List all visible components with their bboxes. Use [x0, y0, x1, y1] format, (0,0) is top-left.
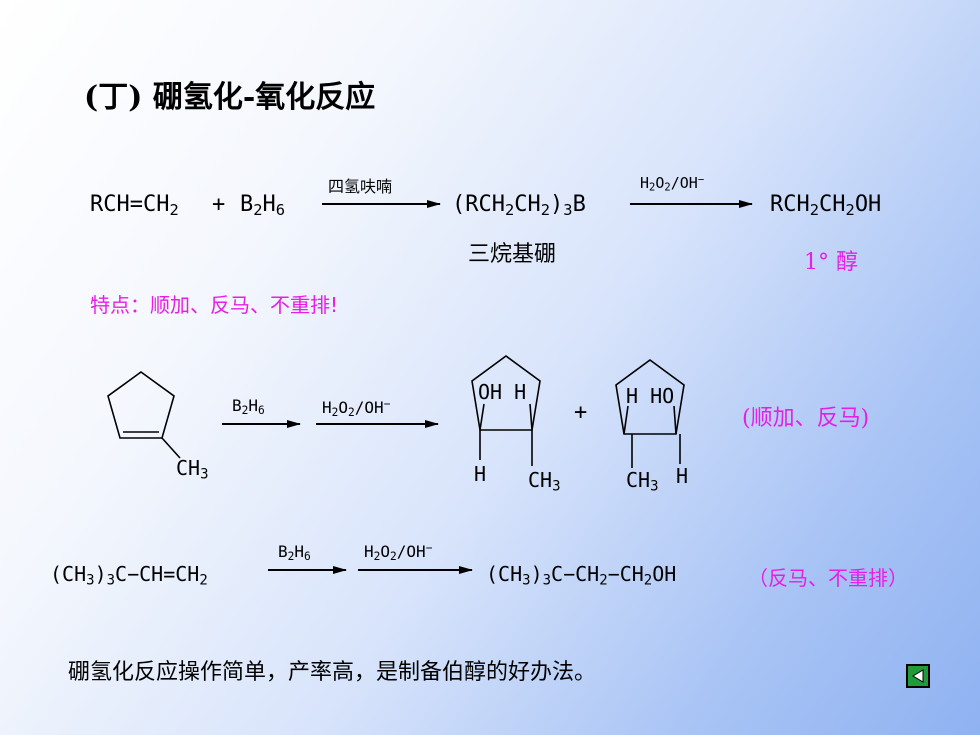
reaction1-plus: +	[212, 192, 226, 217]
reaction1-arrow1-label: 四氢呋喃	[328, 177, 393, 196]
back-button[interactable]	[906, 664, 930, 688]
conclusion-text: 硼氢化反应操作简单，产率高，是制备伯醇的好办法。	[68, 660, 597, 685]
reaction2-arrow2-label: H2O2/OH−	[322, 397, 391, 419]
reaction1-arrow2-label: H2O2/OH−	[640, 173, 705, 194]
reaction1-product: RCH2CH2OH	[770, 192, 882, 219]
product1-top-label: OH H	[478, 380, 527, 404]
reaction2-note: (顺加、反马)	[742, 406, 870, 431]
product1-bottom-h: H	[474, 462, 487, 486]
reaction1-reactant: RCH=CH2	[90, 192, 179, 219]
reaction1-reagent: B2H6	[240, 192, 286, 219]
reaction3-reactant: (CH3)3C−CH=CH2	[50, 562, 208, 589]
product1-ch3: CH3	[528, 468, 561, 495]
reaction3-arrow2-label: H2O2/OH−	[364, 541, 433, 563]
product2-top-label: H HO	[626, 384, 675, 408]
product2-bottom-h: H	[676, 464, 689, 488]
reaction2-arrow1-label: B2H6	[232, 396, 265, 417]
product2-ring	[615, 359, 685, 468]
features-text: 特点：顺加、反马、不重排!	[90, 293, 339, 317]
reaction2-plus: +	[574, 400, 588, 425]
reaction2-ch3-label: CH3	[176, 456, 209, 483]
reaction1-intermediate: (RCH2CH2)3B	[452, 192, 586, 219]
product1-ring	[471, 355, 541, 466]
reaction3-note: （反马、不重排）	[748, 566, 908, 590]
reaction1-product-name: 1° 醇	[804, 250, 858, 275]
reaction3-product: (CH3)3C−CH2−CH2OH	[486, 562, 677, 589]
slide-title: (丁) 硼氢化-氧化反应	[84, 80, 376, 115]
reaction1-intermediate-name: 三烷基硼	[468, 242, 557, 267]
methylcyclopentene-structure	[107, 371, 181, 459]
reaction3-arrow1-label: B2H6	[278, 542, 311, 563]
triangle-left-icon	[912, 669, 924, 683]
product2-ch3: CH3	[626, 468, 659, 495]
